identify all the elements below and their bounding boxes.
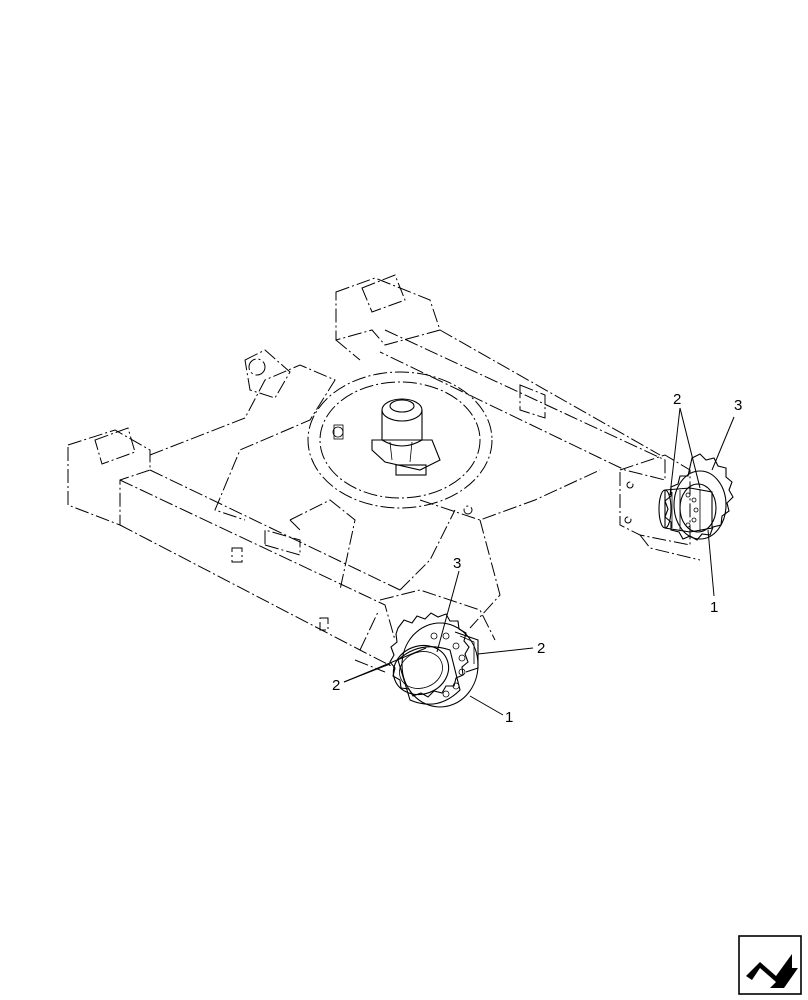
right-bolt-ring (685, 492, 699, 528)
next-page-arrow-icon[interactable] (738, 935, 802, 995)
callout-left-hub: 1 (505, 709, 513, 726)
right-final-drive-assembly (658, 453, 734, 541)
callout-right-hub: 1 (710, 599, 718, 616)
left-final-drive-assembly (389, 612, 479, 708)
callout-labels: 3 2 1 3 2 2 1 (332, 391, 742, 726)
callout-left-bolts-right: 2 (537, 640, 545, 657)
left-sprocket (389, 612, 470, 698)
callout-left-bolts-left: 2 (332, 677, 340, 694)
callout-right-sprocket: 3 (734, 397, 742, 414)
callout-leaders (343, 407, 735, 716)
callout-right-bolts: 2 (673, 391, 681, 408)
left-hub (397, 646, 461, 705)
undercarriage-frame (67, 274, 701, 673)
left-bolt-ring (430, 632, 466, 698)
callout-left-sprocket: 3 (453, 555, 461, 572)
swing-bearing-ring (307, 371, 493, 509)
center-swivel-joint (332, 398, 441, 476)
